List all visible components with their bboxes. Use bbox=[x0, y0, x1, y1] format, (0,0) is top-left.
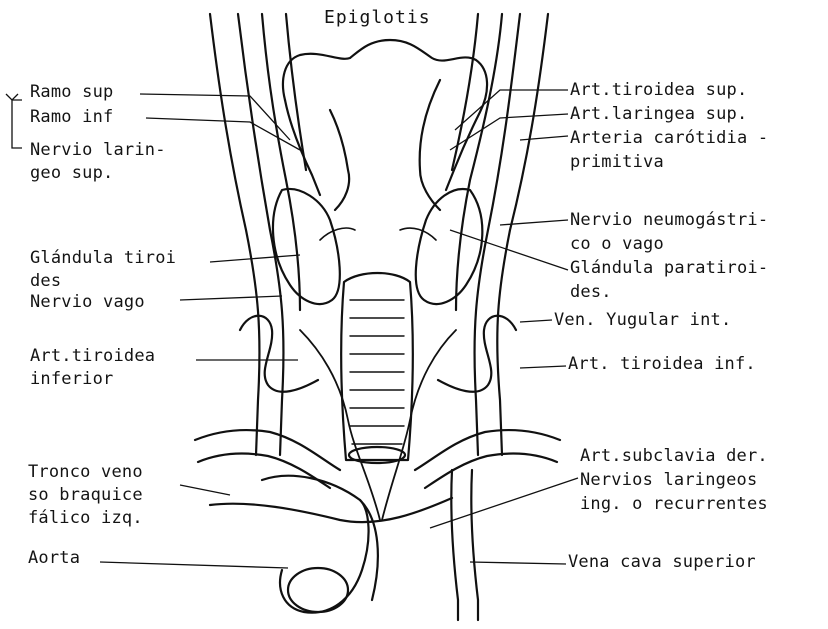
art-tiroidea-sup-label: Art.tiroidea sup. bbox=[570, 80, 747, 100]
left-carotid-vessel bbox=[210, 14, 260, 455]
glandula-paratiroides-label-line1: Glándula paratiroi- bbox=[570, 258, 768, 278]
leader-vena-cava bbox=[470, 562, 566, 564]
leader-aorta bbox=[100, 562, 288, 568]
trachea bbox=[341, 273, 413, 460]
nervio-vago-label: Nervio vago bbox=[30, 292, 145, 312]
nervio-laringeo-sup-label-line1: Nervio larin- bbox=[30, 140, 166, 160]
thyroid-left-lobe bbox=[273, 189, 340, 304]
art-laringea-sup-label: Art.laringea sup. bbox=[570, 104, 747, 124]
glandula-paratiroides-label-line2: des. bbox=[570, 282, 612, 302]
right-subclavian bbox=[415, 430, 560, 470]
ramo-inf-label: Ramo inf bbox=[30, 107, 113, 127]
ven-yugular-int-label: Ven. Yugular int. bbox=[554, 310, 731, 330]
aortic-arch bbox=[262, 476, 369, 613]
art-tiroidea-inf-label: Art. tiroidea inf. bbox=[568, 354, 756, 374]
arteria-carotidia-label-line1: Arteria carótidia - bbox=[570, 128, 768, 148]
leader-tronco bbox=[180, 485, 230, 495]
glandula-tiroides-label-line1: Glándula tiroi bbox=[30, 248, 176, 268]
left-recurrent-nerve bbox=[300, 330, 380, 520]
nervio-laringeo-sup-label-line2: geo sup. bbox=[30, 163, 113, 183]
right-recurrent-nerve bbox=[382, 330, 456, 520]
art-tiroidea-inferior-label-line2: inferior bbox=[30, 369, 113, 389]
thyroid-right-lobe bbox=[416, 189, 483, 304]
leader-bracket bbox=[12, 100, 22, 148]
art-tiroidea-inferior-label-line1: Art.tiroidea bbox=[30, 346, 155, 366]
leader-art-tiroidea-sup bbox=[455, 90, 568, 130]
leader-glandula-tiroides bbox=[210, 255, 300, 262]
nervio-neumogastrico-label-line2: co o vago bbox=[570, 234, 664, 254]
nervio-neumogastrico-label-line1: Nervio neumogástri- bbox=[570, 210, 768, 230]
left-subclavian bbox=[195, 430, 340, 470]
epiglotis-label: Epiglotis bbox=[324, 8, 431, 28]
leader-ven-yugular bbox=[520, 320, 552, 322]
aorta-cut bbox=[288, 568, 348, 612]
leader-ramo-sup bbox=[140, 94, 290, 140]
superior-vena-cava bbox=[451, 470, 458, 620]
arteria-carotidia-label-line2: primitiva bbox=[570, 152, 664, 172]
glandula-tiroides-label-line2: des bbox=[30, 271, 61, 291]
tronco-venoso-label-line3: fálico izq. bbox=[28, 508, 143, 528]
left-carotid-vessel-inner bbox=[238, 14, 284, 455]
larynx-cartilage bbox=[283, 40, 487, 190]
tronco-venoso-label-line1: Tronco veno bbox=[28, 462, 143, 482]
leader-nervio-neumogastrico bbox=[500, 220, 568, 225]
ramo-sup-label: Ramo sup bbox=[30, 82, 113, 102]
nervios-laringeos-label-line2: ing. o recurrentes bbox=[580, 494, 768, 514]
art-subclavia-der-label: Art.subclavia der. bbox=[580, 446, 768, 466]
leader-bracket-arrow bbox=[6, 94, 18, 100]
leader-arteria-carotidia bbox=[520, 136, 568, 140]
leader-art-tiroidea-inf-der bbox=[520, 366, 566, 368]
right-carotid-vessel bbox=[497, 14, 548, 455]
leader-nervio-vago bbox=[180, 296, 282, 300]
tronco-venoso-label-line2: so braquice bbox=[28, 485, 143, 505]
aorta-label: Aorta bbox=[28, 548, 80, 568]
nervios-laringeos-label-line1: Nervios laringeos bbox=[580, 470, 757, 490]
vena-cava-superior-label: Vena cava superior bbox=[568, 552, 756, 572]
